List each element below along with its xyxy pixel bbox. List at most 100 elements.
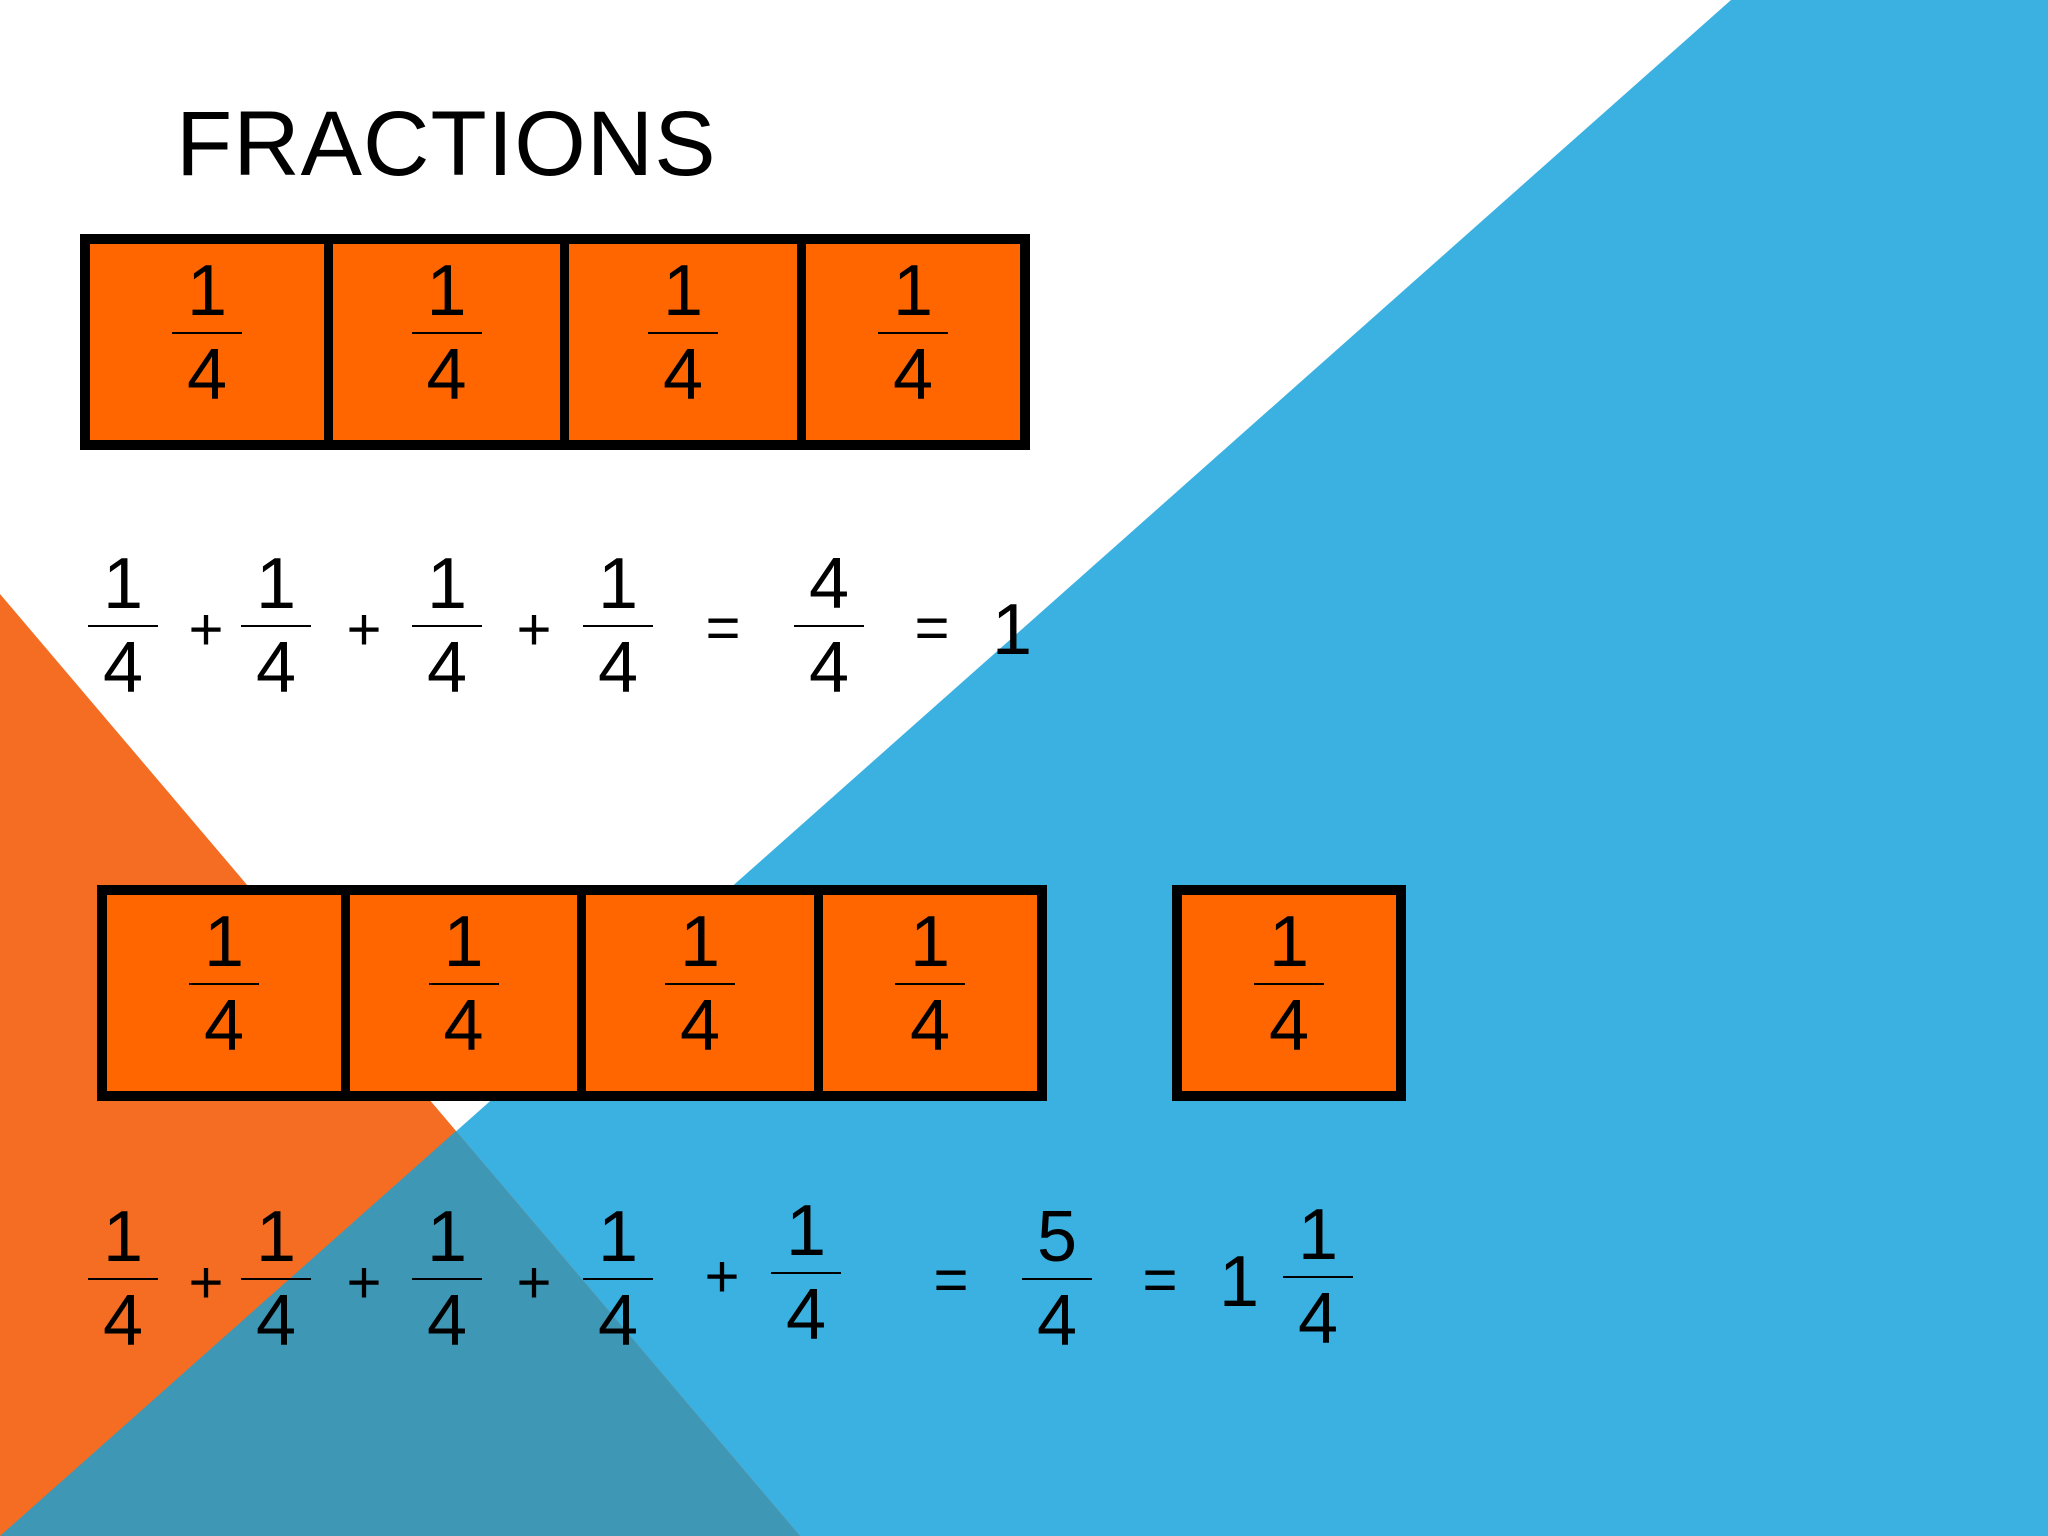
mixed-whole: 1 [1218, 1242, 1260, 1322]
numerator: 1 [203, 902, 245, 982]
denominator: 4 [426, 1281, 468, 1361]
numerator: 1 [102, 544, 144, 624]
numerator: 1 [1297, 1195, 1339, 1275]
numerator: 1 [186, 251, 228, 331]
equals-sign: = [1142, 1246, 1178, 1313]
denominator: 4 [679, 986, 721, 1066]
fraction-bar [1254, 983, 1324, 985]
fraction-bar [411, 332, 482, 334]
denominator: 4 [443, 986, 484, 1066]
denominator: 4 [186, 335, 228, 415]
denominator: 4 [909, 986, 951, 1066]
denominator: 4 [892, 335, 934, 415]
plus-sign: + [346, 1249, 382, 1316]
denominator: 4 [1297, 1279, 1339, 1359]
slide-title: FRACTIONS [176, 93, 717, 195]
equals-sign: = [933, 1246, 969, 1313]
fraction-bar [895, 983, 965, 985]
denominator: 4 [662, 335, 704, 415]
plus-sign: + [704, 1243, 740, 1310]
fraction-bar [794, 625, 864, 627]
numerator: 1 [1268, 902, 1310, 982]
denominator: 4 [426, 628, 468, 708]
numerator: 1 [597, 1197, 639, 1277]
fraction-bar [771, 1272, 841, 1274]
denominator: 4 [426, 335, 467, 415]
numerator: 1 [892, 251, 934, 331]
denominator: 4 [102, 628, 144, 708]
fraction-bar [1022, 1278, 1092, 1280]
numerator: 1 [255, 544, 297, 624]
plus-sign: + [516, 1249, 552, 1316]
overlap-triangle [0, 1131, 800, 1536]
numerator: 1 [662, 251, 704, 331]
numerator: 1 [426, 251, 467, 331]
numerator: 1 [255, 1197, 297, 1277]
denominator: 4 [808, 628, 850, 708]
denominator: 4 [597, 628, 639, 708]
denominator: 4 [102, 1281, 144, 1361]
fraction-bar [88, 1278, 158, 1280]
fraction-bar [583, 1278, 653, 1280]
fraction-bar [412, 1278, 482, 1280]
numerator: 5 [1036, 1197, 1078, 1277]
equals-sign: = [914, 594, 950, 661]
numerator: 1 [426, 1197, 468, 1277]
denominator: 4 [255, 628, 297, 708]
denominator: 4 [785, 1275, 827, 1355]
fraction-bar [878, 332, 948, 334]
fraction-bar [172, 332, 242, 334]
fraction-bar [1283, 1276, 1353, 1278]
numerator: 1 [679, 902, 721, 982]
plus-sign: + [346, 596, 382, 663]
plus-sign: + [188, 596, 224, 663]
denominator: 4 [1036, 1281, 1078, 1361]
fraction-bar [88, 625, 158, 627]
fraction-bar [428, 983, 499, 985]
plus-sign: + [516, 596, 552, 663]
equals-sign: = [705, 594, 741, 661]
numerator: 1 [426, 544, 468, 624]
fraction-bar [648, 332, 718, 334]
denominator: 4 [597, 1281, 639, 1361]
denominator: 4 [1268, 986, 1310, 1066]
fraction-bar [241, 1278, 311, 1280]
fraction-bar [412, 625, 482, 627]
numerator: 1 [785, 1191, 827, 1271]
result-whole: 1 [991, 590, 1033, 670]
numerator: 1 [443, 902, 484, 982]
numerator: 1 [597, 544, 639, 624]
numerator: 1 [909, 902, 951, 982]
denominator: 4 [203, 986, 245, 1066]
fraction-bar [583, 625, 653, 627]
plus-sign: + [188, 1249, 224, 1316]
